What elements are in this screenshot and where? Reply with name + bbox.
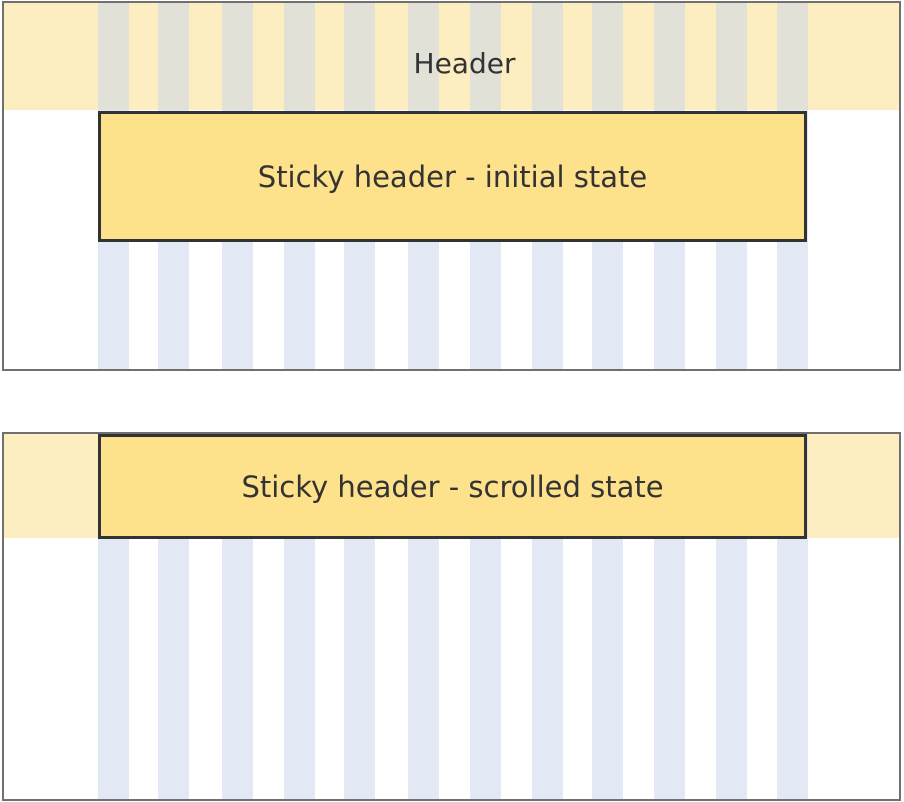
initial-state-panel: Header Sticky header - initial state [2, 1, 901, 371]
sticky-header-initial: Sticky header - initial state [98, 111, 807, 242]
sticky-header-scrolled: Sticky header - scrolled state [98, 434, 807, 539]
header-label: Header [413, 47, 516, 80]
scrolled-state-panel: Sticky header - scrolled state [2, 432, 901, 801]
page-header-band [4, 3, 899, 110]
